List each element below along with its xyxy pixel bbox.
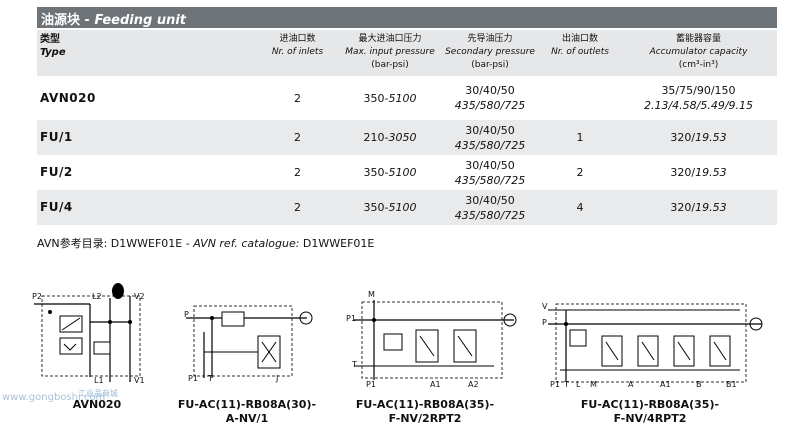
diagram-fu1: P P1 T J <box>182 302 322 383</box>
cell-pressure: 350-5100 <box>363 166 417 179</box>
port-label: P <box>184 310 189 319</box>
title-en: - Feeding unit <box>84 13 187 28</box>
port-label: T <box>564 380 569 389</box>
hydraulic-schematic-icon <box>354 300 517 380</box>
section-title: 油源块 - Feeding unit <box>37 7 777 28</box>
diagram-fu2: M P1 T P1 A1 A2 <box>344 290 519 390</box>
port-label: L1 <box>94 376 104 385</box>
diagram-caption: FU-AC(11)-RB08A(35)- F-NV/2RPT2 <box>355 398 495 425</box>
port-label: P <box>542 318 547 327</box>
port-label: M <box>368 290 375 299</box>
port-label: A1 <box>660 380 671 389</box>
cell-accumulator: 320/19.53 <box>620 190 777 225</box>
cell-outlets <box>540 76 620 120</box>
cell-pressure: 210-3050 <box>340 120 440 155</box>
hydraulic-schematic-icon <box>34 283 141 382</box>
cell-inlets: 2 <box>255 190 340 225</box>
port-label: A1 <box>430 380 441 389</box>
port-label: J <box>276 374 279 383</box>
port-label: L2 <box>92 292 102 301</box>
cell-type: FU/2 <box>40 165 73 179</box>
port-label: L <box>576 380 581 389</box>
cell-inlets: 2 <box>255 120 340 155</box>
port-label: A <box>628 380 634 389</box>
cell-type: AVN020 <box>40 90 96 105</box>
diagram-fu4: V P P1 T L M A A1 B B1 <box>540 300 770 392</box>
port-label: M <box>590 380 597 389</box>
port-label: B1 <box>726 380 737 389</box>
cell-inlets: 2 <box>294 91 301 105</box>
port-label: P1 <box>188 374 198 383</box>
diagram-caption: FU-AC(11)-RB08A(35)- F-NV/4RPT2 <box>580 398 720 425</box>
cell-outlets: 1 <box>540 120 620 155</box>
cell-pressure: 350-5100 <box>340 190 440 225</box>
hydraulic-schematic-icon <box>186 305 313 378</box>
cell-pressure: 350-5100 <box>363 91 417 105</box>
cell-type: FU/4 <box>37 190 255 225</box>
diagram-caption: AVN020 <box>72 398 122 411</box>
port-label: B <box>696 380 702 389</box>
watermark-url: www.gongboshi.com <box>2 392 106 403</box>
catalogue-reference: AVN参考目录: D1WWEF01E - AVN ref. catalogue:… <box>37 237 375 250</box>
cell-inlets: 2 <box>294 166 301 179</box>
watermark-cn: 工业品商城 <box>78 389 118 398</box>
port-label: P1 <box>550 380 560 389</box>
port-label: V <box>542 302 548 311</box>
port-label: P1 <box>366 380 376 389</box>
hydraulic-schematic-icon <box>548 303 763 383</box>
cell-outlets: 2 <box>576 166 584 179</box>
title-cn: 油源块 <box>41 13 81 28</box>
diagram-avn020: P2 L2 V2 L1 V1 <box>30 282 160 392</box>
port-label: V2 <box>134 292 145 301</box>
port-label: P1 <box>346 314 356 323</box>
port-label: A2 <box>468 380 479 389</box>
cell-outlets: 4 <box>540 190 620 225</box>
port-label: T <box>352 360 357 369</box>
cell-accumulator: 320/19.53 <box>620 120 777 155</box>
cell-accumulator: 320/19.53 <box>670 166 727 179</box>
diagram-caption: FU-AC(11)-RB08A(30)- A-NV/1 <box>177 398 317 425</box>
port-label: T <box>208 374 213 383</box>
port-label: P2 <box>32 292 42 301</box>
cell-type: FU/1 <box>37 120 255 155</box>
port-label: V1 <box>134 376 145 385</box>
